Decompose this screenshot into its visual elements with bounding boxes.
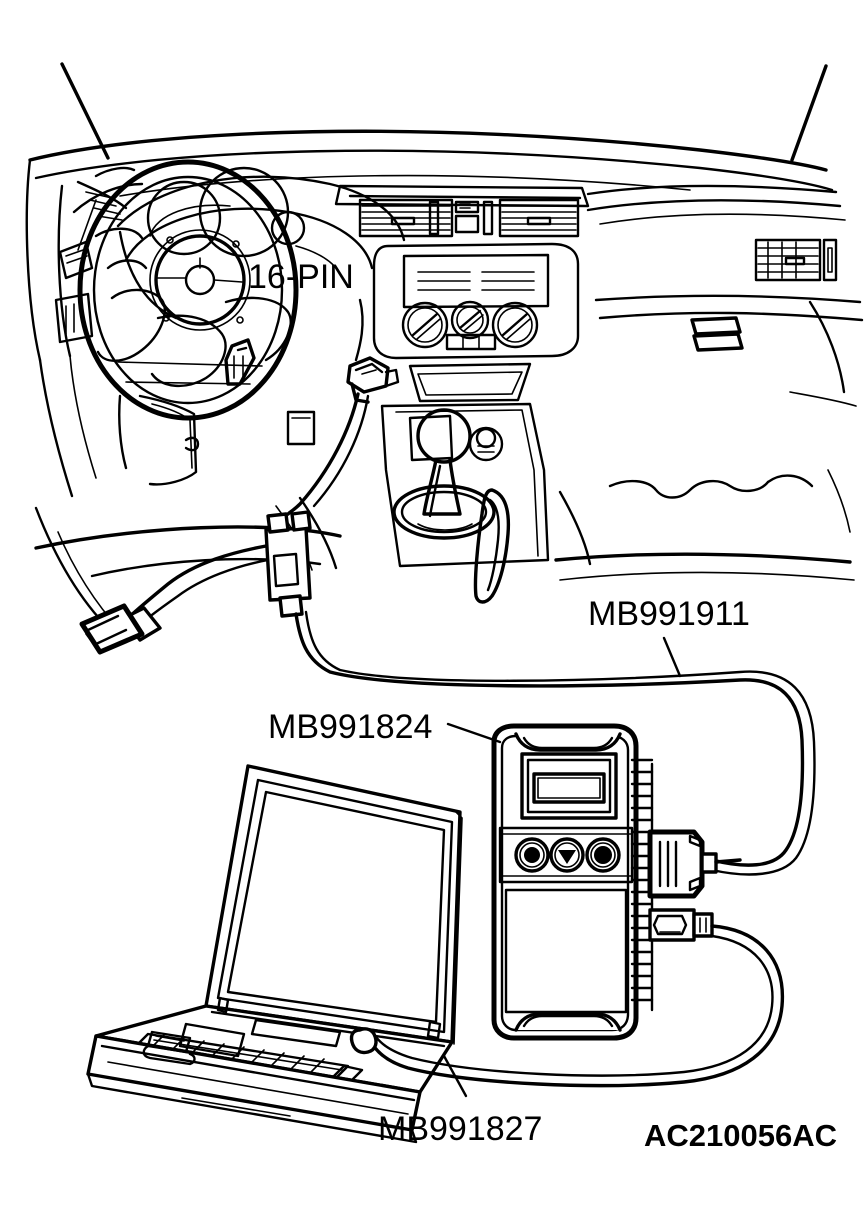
vehicle-interior-illustration bbox=[25, 62, 864, 632]
leader-mb991824 bbox=[446, 722, 502, 744]
data-link-connector-16pin bbox=[346, 356, 400, 404]
floor-and-seat-lines bbox=[34, 469, 855, 581]
usb-connector bbox=[648, 908, 714, 942]
passenger-dash bbox=[586, 184, 864, 407]
scan-tool-mb991824: Esc Enter bbox=[491, 723, 742, 1041]
a-pillar-left bbox=[60, 62, 110, 160]
center-console-stack bbox=[334, 184, 590, 403]
callout-label-16-pin: 16-PIN bbox=[248, 258, 354, 296]
glove-box-handle bbox=[690, 316, 744, 352]
storage-tray bbox=[408, 362, 532, 403]
esc-button[interactable]: Esc bbox=[514, 837, 550, 873]
climate-control-knobs bbox=[401, 300, 539, 351]
parking-brake-lever bbox=[473, 488, 511, 604]
down-triangle-icon bbox=[558, 850, 576, 864]
shift-lever-console bbox=[380, 402, 550, 604]
callout-leader-lines bbox=[354, 298, 682, 1098]
cable-mb991827 bbox=[349, 924, 785, 1088]
scan-tool-bottom-grip bbox=[514, 1012, 622, 1032]
center-air-vents bbox=[358, 198, 580, 238]
under-dash-left bbox=[118, 394, 316, 486]
esc-button-label: Esc bbox=[526, 853, 539, 860]
harness-mb991911 bbox=[79, 392, 816, 876]
leader-mb991911 bbox=[662, 636, 682, 678]
a-pillar-right bbox=[790, 64, 828, 162]
enter-button-label: Enter bbox=[594, 853, 612, 860]
figure-reference-code: AC210056AC bbox=[644, 1118, 837, 1153]
leader-16pin bbox=[354, 298, 364, 362]
callout-label-mb991827: MB991827 bbox=[378, 1110, 542, 1148]
lcd-display bbox=[520, 752, 618, 820]
callout-label-mb991824: MB991824 bbox=[268, 708, 432, 746]
enter-button[interactable]: Enter bbox=[585, 837, 621, 873]
d-sub-connector bbox=[647, 829, 742, 899]
loose-connector-plug bbox=[79, 603, 162, 655]
dashboard-top-edge bbox=[28, 129, 834, 197]
callout-labels: 16-PIN MB991911 MB991824 MB991827 AC2100… bbox=[248, 258, 837, 1153]
leader-mb991827 bbox=[442, 1054, 468, 1098]
audio-head-unit bbox=[402, 253, 550, 309]
callout-label-mb991911: MB991911 bbox=[588, 595, 750, 633]
laptop-computer bbox=[86, 764, 463, 1144]
down-button[interactable] bbox=[549, 837, 585, 873]
laptop-trackpad bbox=[142, 1022, 291, 1117]
left-vent-louvers bbox=[76, 180, 128, 221]
left-door-trim bbox=[25, 158, 144, 632]
console-switch bbox=[468, 426, 504, 462]
harness-junction-box bbox=[264, 510, 312, 618]
scan-tool-top-grip bbox=[514, 732, 622, 752]
scan-tool-keypad: Esc Enter bbox=[498, 826, 634, 884]
